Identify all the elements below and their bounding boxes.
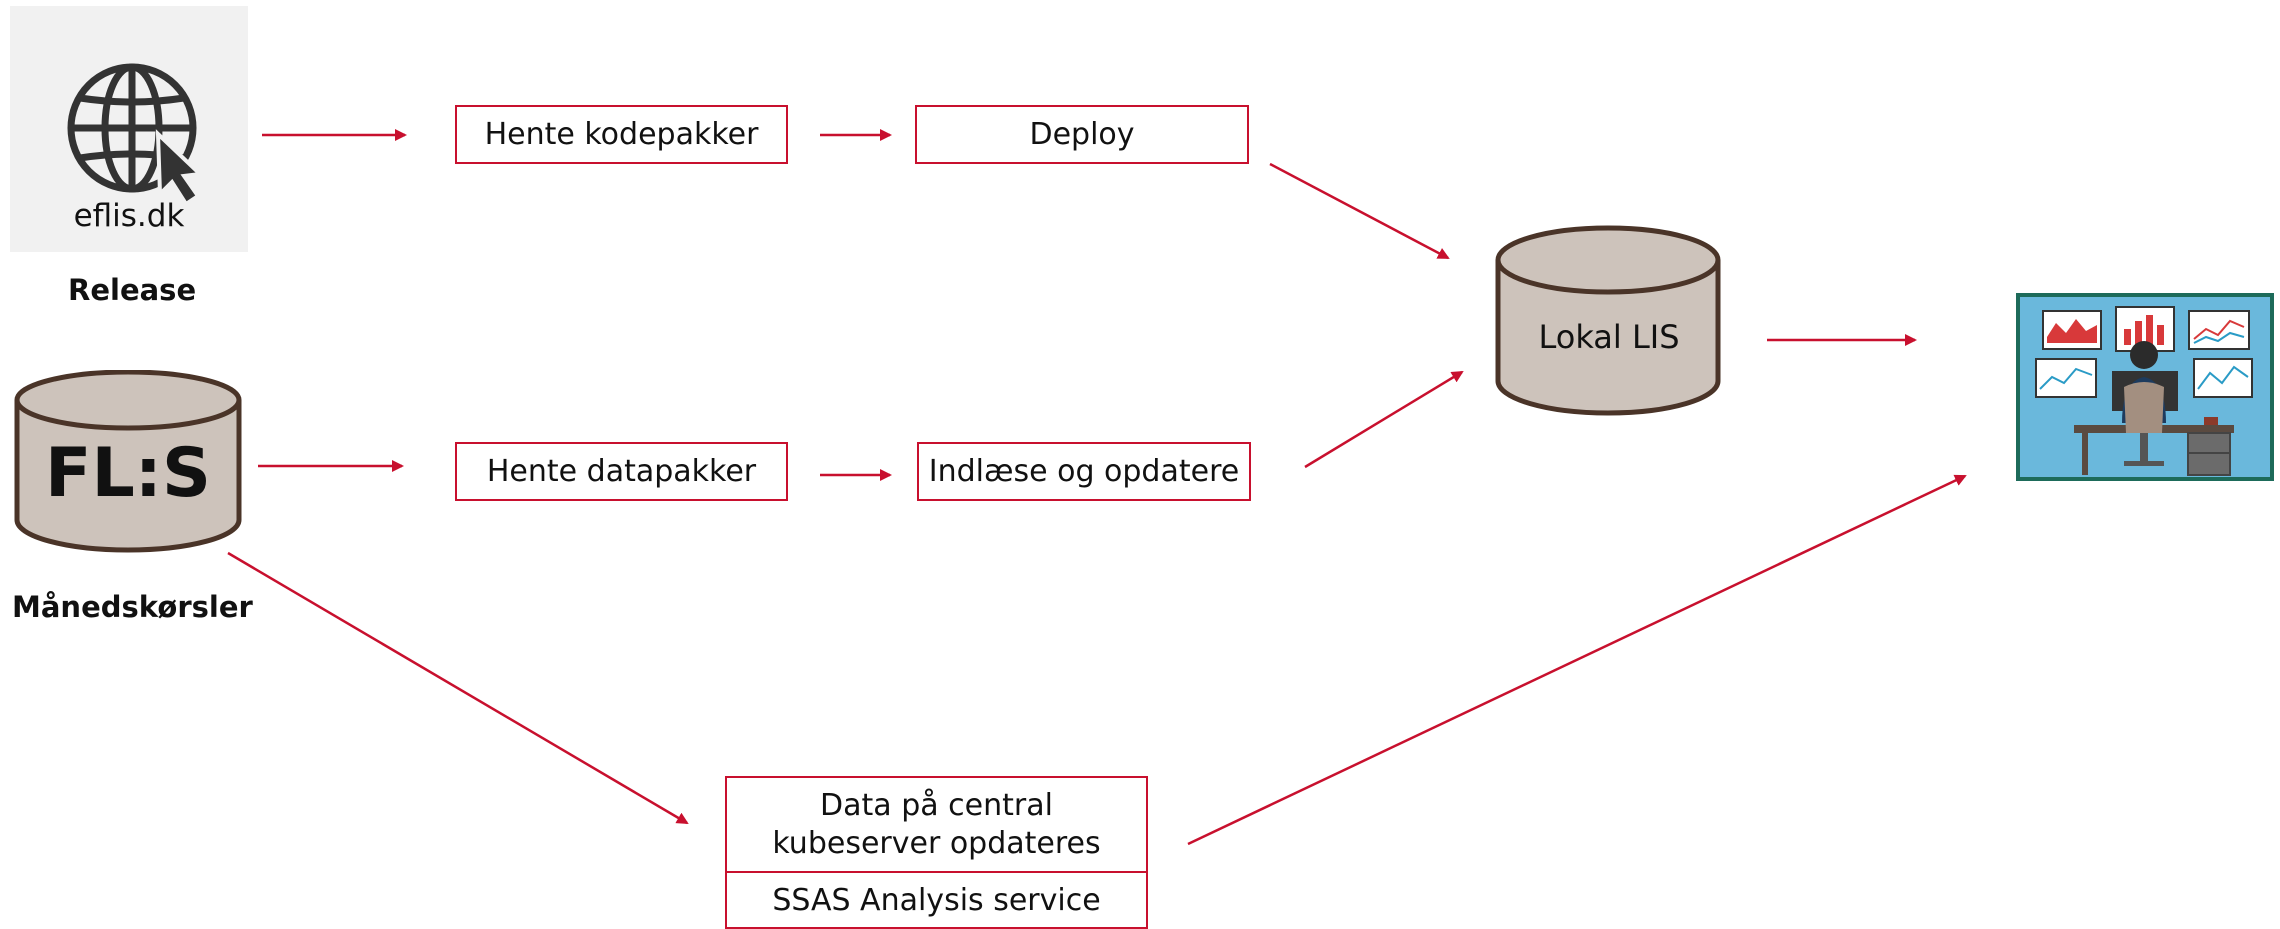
indlaese-text: Indlæse og opdatere: [928, 454, 1240, 489]
lokal-lis-text: Lokal LIS: [1538, 318, 1680, 356]
arrow-deploy-to-lokal-lis: [1269, 162, 1450, 260]
flis-logo-text: FL:S: [45, 434, 211, 513]
eflis-tile: [10, 6, 248, 252]
hente-kodepakker-box: Hente kodepakker: [455, 105, 788, 164]
hente-datapakker-box: Hente datapakker: [455, 442, 788, 501]
maanedskoersler-label: Månedskørsler: [12, 590, 253, 624]
arrow-flis-to-central: [227, 551, 689, 825]
lokal-lis-database-cylinder: [1495, 225, 1721, 416]
deploy-box: Deploy: [915, 105, 1249, 164]
globe-cursor-icon: [67, 63, 205, 207]
eflis-url-text: eflis.dk: [73, 198, 185, 234]
arrow-indlaese-to-lokal-lis: [1304, 370, 1464, 469]
indlaese-box: Indlæse og opdatere: [917, 442, 1251, 501]
flis-database-cylinder: FL:S: [14, 370, 242, 553]
dashboard-illustration: [2016, 293, 2274, 481]
central-server-text: Data på central kubeserver opdateres: [727, 778, 1146, 873]
release-label: Release: [68, 273, 197, 307]
arrow-central-to-dashboard: [1187, 474, 1967, 846]
hente-kodepakker-text: Hente kodepakker: [484, 117, 759, 152]
deploy-text: Deploy: [1029, 117, 1135, 152]
hente-datapakker-text: Hente datapakker: [486, 454, 757, 489]
ssas-analysis-text: SSAS Analysis service: [772, 882, 1101, 918]
central-server-stack: Data på central kubeserver opdateres SSA…: [725, 776, 1148, 929]
